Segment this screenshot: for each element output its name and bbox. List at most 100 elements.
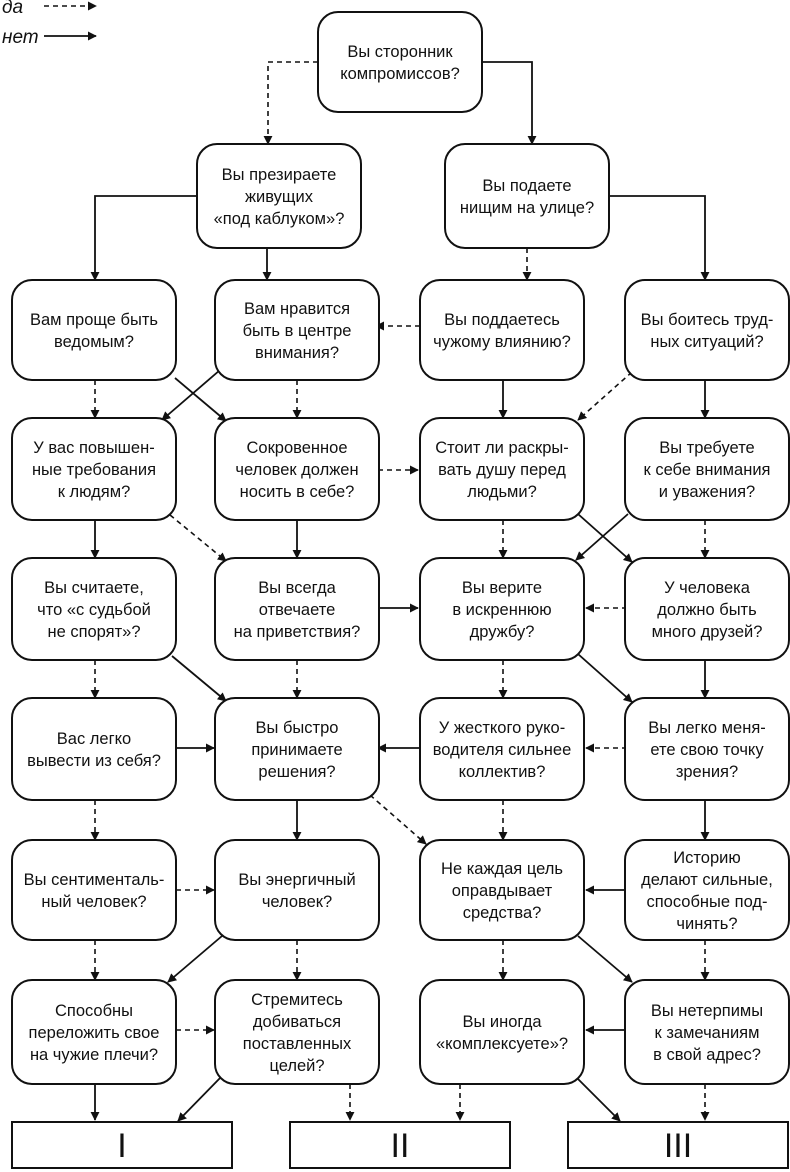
arrow-no bbox=[482, 61, 537, 145]
question-box bbox=[11, 279, 177, 381]
question-text-line: Вы подаете bbox=[482, 177, 571, 195]
arrow-no bbox=[577, 935, 633, 983]
question-box bbox=[317, 11, 483, 113]
question-text-line: Сокровенное bbox=[247, 439, 348, 457]
question-box bbox=[624, 839, 790, 941]
question-node-sentimental: Вы сентименталь-ный человек? bbox=[11, 839, 177, 941]
question-box bbox=[11, 839, 177, 941]
question-text-line: водителя сильнее bbox=[433, 741, 572, 759]
question-text-line: ете свою точку bbox=[650, 741, 764, 759]
question-text-line: делают сильные, bbox=[641, 871, 773, 889]
question-text-line: Вы поддаетесь bbox=[444, 311, 560, 329]
outcome-one: I bbox=[11, 1121, 233, 1169]
question-text-line: принимаете bbox=[251, 741, 342, 759]
question-text-line: много друзей? bbox=[652, 623, 763, 641]
legend-no-label: нет bbox=[2, 27, 39, 48]
arrow-no bbox=[90, 195, 197, 281]
question-text-line: живущих bbox=[245, 188, 314, 206]
question-text-line: человек? bbox=[262, 893, 332, 911]
question-box bbox=[624, 417, 790, 521]
question-text-line: компромиссов? bbox=[340, 65, 460, 83]
arrow-no bbox=[161, 369, 221, 421]
question-text-line: нищим на улице? bbox=[460, 199, 594, 217]
outcome-box bbox=[11, 1121, 233, 1169]
question-text-line: и уважения? bbox=[659, 483, 755, 501]
question-text-line: способные под- bbox=[646, 893, 767, 911]
question-text-line: Вы считаете, bbox=[44, 579, 144, 597]
question-node-afraid-difficult: Вы боитесь труд-ных ситуаций? bbox=[624, 279, 790, 381]
question-text-line: коллектив? bbox=[459, 763, 546, 781]
question-text-line: Вы сторонник bbox=[347, 43, 453, 61]
arrow-no bbox=[167, 935, 223, 983]
question-text-line: носить в себе? bbox=[240, 483, 355, 501]
question-text-line: на приветствия? bbox=[234, 623, 361, 641]
question-box bbox=[214, 697, 380, 801]
question-text-line: Не каждая цель bbox=[441, 860, 563, 878]
arrow-no bbox=[574, 1075, 621, 1122]
question-node-compromise: Вы сторонник компромиссов? bbox=[317, 11, 483, 113]
outcome-label: I bbox=[117, 1127, 126, 1165]
question-text-line: ные требования bbox=[32, 461, 156, 479]
outcome-two: II bbox=[289, 1121, 511, 1169]
question-node-tough-leader: У жесткого руко-водителя сильнее коллекти… bbox=[419, 697, 585, 801]
question-text-line: У жесткого руко- bbox=[439, 719, 565, 737]
question-text-line: что «с судьбой bbox=[37, 601, 151, 619]
question-text-line: Вы энергичный bbox=[238, 871, 355, 889]
question-box bbox=[214, 839, 380, 941]
question-text-line: быть в центре bbox=[243, 322, 352, 340]
arrow-yes bbox=[169, 514, 227, 562]
question-text-line: У вас повышен- bbox=[33, 439, 154, 457]
question-text-line: в свой адрес? bbox=[653, 1046, 761, 1064]
question-box bbox=[214, 979, 380, 1085]
question-text-line: к себе внимания bbox=[644, 461, 771, 479]
question-text-line: целей? bbox=[269, 1057, 324, 1075]
question-text-line: Стоит ли раскры- bbox=[435, 439, 569, 457]
question-text-line: Вы иногда bbox=[462, 1013, 542, 1031]
outcome-label: III bbox=[664, 1127, 692, 1165]
question-text-line: Историю bbox=[673, 849, 740, 867]
outcome-box bbox=[567, 1121, 789, 1169]
question-text-line: оправдывает bbox=[452, 882, 553, 900]
question-text-line: не спорят»? bbox=[47, 623, 140, 641]
question-box bbox=[11, 557, 177, 661]
question-box bbox=[214, 557, 380, 661]
arrow-yes bbox=[577, 371, 633, 421]
question-box bbox=[11, 979, 177, 1085]
question-text-line: Вы легко меня- bbox=[648, 719, 766, 737]
question-text-line: решения? bbox=[258, 763, 335, 781]
question-box bbox=[419, 697, 585, 801]
question-text-line: Стремитесь bbox=[251, 991, 343, 1009]
question-node-energetic: Вы энергичный человек? bbox=[214, 839, 380, 941]
question-text-line: Вы презираете bbox=[222, 166, 337, 184]
question-box bbox=[419, 279, 585, 381]
question-text-line: У человека bbox=[664, 579, 751, 597]
question-text-line: Вам нравится bbox=[244, 300, 350, 318]
question-box bbox=[11, 417, 177, 521]
legend-yes-label: да bbox=[2, 0, 23, 18]
arrow-yes bbox=[369, 794, 427, 845]
question-text-line: ведомым? bbox=[54, 333, 134, 351]
question-text-line: человек должен bbox=[235, 461, 358, 479]
arrow-no bbox=[177, 1075, 223, 1122]
question-text-line: переложить свое bbox=[29, 1024, 160, 1042]
question-box bbox=[624, 697, 790, 801]
question-text-line: вывести из себя? bbox=[27, 752, 161, 770]
question-node-secret: Сокровенное человек должен носить в себе? bbox=[214, 417, 380, 521]
question-text-line: Вы всегда bbox=[258, 579, 336, 597]
question-text-line: чужому влиянию? bbox=[433, 333, 571, 351]
arrow-no bbox=[577, 653, 633, 703]
